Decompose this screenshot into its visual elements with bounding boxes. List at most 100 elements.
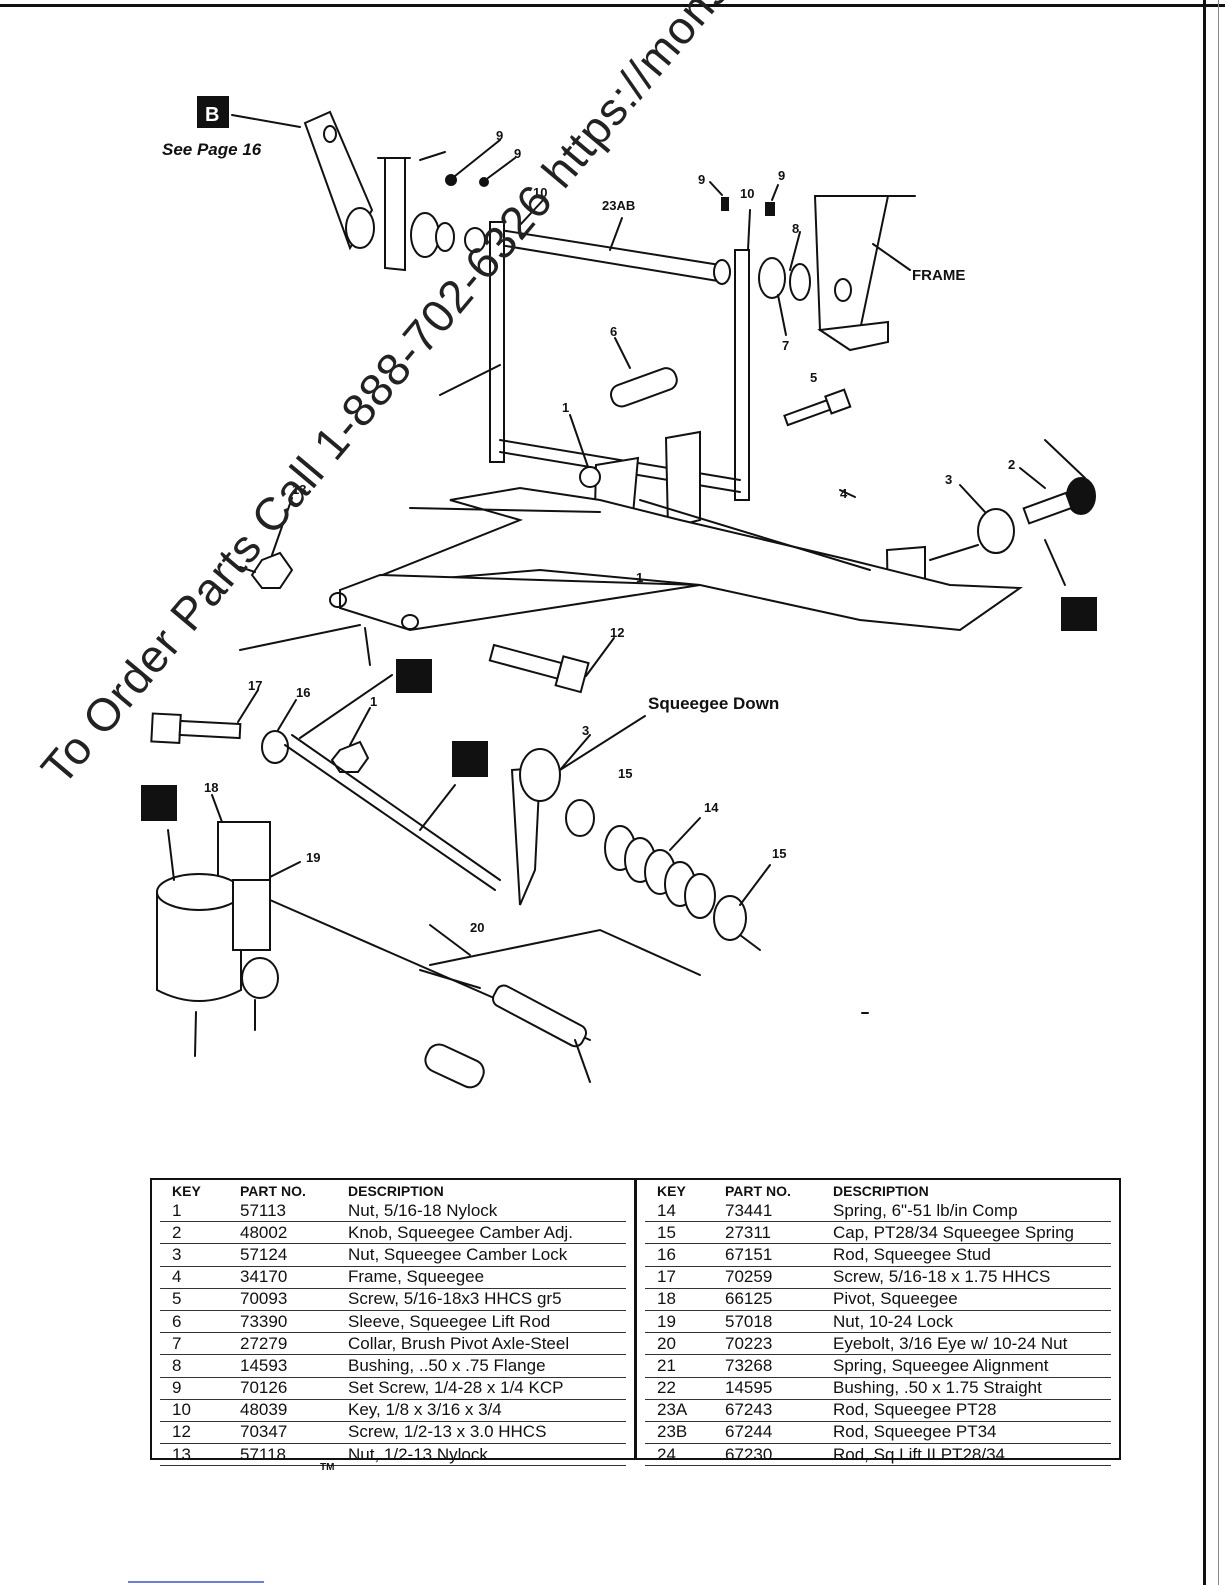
part-key: 16	[645, 1243, 719, 1267]
callout-10: 10	[740, 186, 754, 201]
callout-8: 8	[792, 221, 799, 236]
right-border	[1203, 0, 1206, 1585]
part-number: 67151	[719, 1243, 833, 1267]
part-key: 12	[160, 1421, 234, 1445]
part-description: Rod, Squeegee Stud	[833, 1243, 1111, 1267]
callout-18: 18	[204, 780, 218, 795]
b-badge-box	[197, 96, 229, 128]
bottom-link-underline	[128, 1581, 264, 1583]
part-description: Sleeve, Squeegee Lift Rod	[348, 1310, 626, 1334]
part-number: 70093	[234, 1288, 348, 1311]
part-key: 10	[160, 1399, 234, 1422]
part-description: Nut, 1/2-13 Nylock	[348, 1443, 626, 1467]
header-key: KEY	[172, 1183, 201, 1199]
callout-14: 14	[704, 800, 719, 815]
part-description: Spring, 6"-51 lb/in Comp	[833, 1200, 1111, 1223]
part-description: Bushing, ..50 x .75 Flange	[348, 1354, 626, 1378]
part-description: Rod, Squeegee PT28	[833, 1399, 1111, 1422]
part-key: 20	[645, 1332, 719, 1356]
part-description: Nut, 10-24 Lock	[833, 1310, 1111, 1334]
part-key: 3	[160, 1243, 234, 1267]
right-edge-line	[1218, 0, 1219, 1585]
part-key: 13	[160, 1443, 234, 1467]
part-number: 73441	[719, 1200, 833, 1223]
part-description: Screw, 5/16-18x3 HHCS gr5	[348, 1288, 626, 1311]
callout-9: 9	[496, 128, 503, 143]
callout-23ab: 23AB	[602, 198, 635, 213]
header-part-no: PART NO.	[725, 1183, 791, 1199]
part-description: Frame, Squeegee	[348, 1266, 626, 1289]
part-key: 23B	[645, 1421, 719, 1445]
part-number: 48002	[234, 1221, 348, 1245]
part-key: 4	[160, 1266, 234, 1289]
see-page-label: See Page 16	[162, 140, 262, 159]
part-key: 18	[645, 1288, 719, 1311]
callout-15: 15	[618, 766, 632, 781]
part-description: Screw, 1/2-13 x 3.0 HHCS	[348, 1421, 626, 1445]
callout-9: 9	[698, 172, 705, 187]
part-key: 23A	[645, 1399, 719, 1422]
frame-label: FRAME	[912, 267, 965, 284]
part-number: 70347	[234, 1421, 348, 1445]
part-number: 57018	[719, 1310, 833, 1334]
diagram-callouts: B See Page 16 FRAME Squeegee Down 9 9 9 …	[162, 104, 1015, 935]
header-description: DESCRIPTION	[348, 1183, 444, 1199]
part-description: Rod, Squeegee PT34	[833, 1421, 1111, 1445]
part-number: 73268	[719, 1354, 833, 1378]
trademark: TM	[320, 1462, 335, 1473]
part-key: 6	[160, 1310, 234, 1334]
part-description: Cap, PT28/34 Squeegee Spring	[833, 1221, 1111, 1245]
part-number: 48039	[234, 1399, 348, 1422]
part-description: Screw, 5/16-18 x 1.75 HHCS	[833, 1266, 1111, 1289]
part-description: Collar, Brush Pivot Axle-Steel	[348, 1332, 626, 1356]
callout-9: 9	[778, 168, 785, 183]
part-number: 73390	[234, 1310, 348, 1334]
callout-2: 2	[1008, 457, 1015, 472]
part-description: Pivot, Squeegee	[833, 1288, 1111, 1311]
part-description: Nut, Squeegee Camber Lock	[348, 1243, 626, 1267]
callout-1: 1	[636, 570, 643, 585]
callout-9: 9	[514, 146, 521, 161]
part-number: 14595	[719, 1377, 833, 1400]
callout-1: 1	[562, 400, 569, 415]
part-description: Knob, Squeegee Camber Adj.	[348, 1221, 626, 1245]
part-key: 1	[160, 1200, 234, 1223]
part-number: 67230	[719, 1443, 833, 1467]
part-description: Spring, Squeegee Alignment	[833, 1354, 1111, 1378]
right-frame-plate	[813, 195, 890, 331]
part-key: 24	[645, 1443, 719, 1467]
part-key: 22	[645, 1377, 719, 1400]
callout-1: 1	[370, 694, 377, 709]
exploded-parts-diagram: B See Page 16 FRAME Squeegee Down 9 9 9 …	[141, 96, 1097, 1089]
part-number: 70126	[234, 1377, 348, 1400]
callout-3: 3	[582, 723, 589, 738]
part-key: 14	[645, 1200, 719, 1223]
part-key: 15	[645, 1221, 719, 1245]
header-key: KEY	[657, 1183, 686, 1199]
part-number: 57124	[234, 1243, 348, 1267]
part-number: 57118	[234, 1443, 348, 1467]
callout-7: 7	[782, 338, 789, 353]
squeegee-down-label: Squeegee Down	[648, 694, 779, 713]
callout-5: 5	[810, 370, 817, 385]
